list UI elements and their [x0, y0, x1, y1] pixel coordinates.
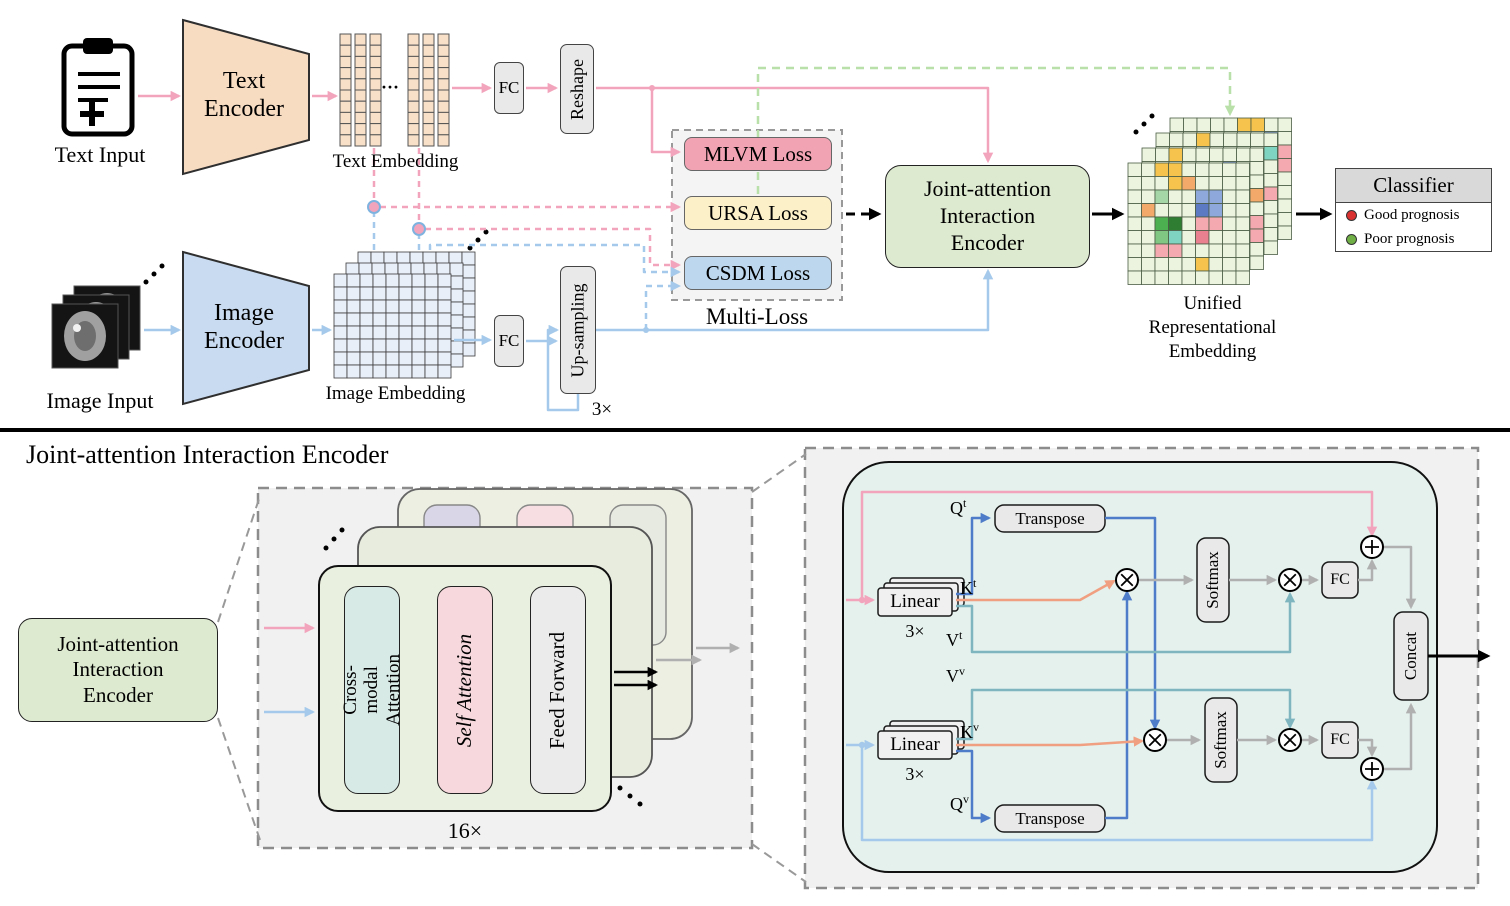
- ursa-loss-box: URSA Loss: [684, 196, 832, 230]
- csdm-loss-box: CSDM Loss: [684, 256, 832, 290]
- clipboard-icon: [61, 38, 135, 137]
- upsampling-times-label: 3×: [591, 399, 613, 420]
- text-embedding-label: Text Embedding: [332, 151, 459, 172]
- image-embedding-dots: [467, 229, 489, 251]
- concat-label: Concat: [1394, 612, 1428, 700]
- text-encoder-shape: [182, 18, 310, 176]
- image-embedding-grids: [333, 251, 476, 379]
- unified-embedding-dots: [1133, 113, 1155, 135]
- poor-prognosis-label: Poor prognosis: [1364, 230, 1455, 247]
- cross-modal-attention-box: Cross-modal Attention: [340, 586, 404, 794]
- linear-top-times: 3×: [905, 620, 925, 641]
- linear-bottom-label: Linear: [890, 734, 940, 755]
- good-prognosis-label: Good prognosis: [1364, 206, 1460, 223]
- legend-good-prognosis: Good prognosis: [1336, 203, 1491, 227]
- fc-box-image: FC: [494, 315, 524, 367]
- k-text-label: Kt: [960, 576, 977, 598]
- poor-prognosis-dot-icon: [1346, 233, 1357, 245]
- text-embedding-dots: ···: [380, 76, 399, 97]
- image-encoder-shape: [182, 250, 310, 406]
- bottom-section-title: Joint-attention Interaction Encoder: [26, 440, 389, 469]
- q-image-label: Qv: [950, 792, 969, 814]
- fc-detail-bottom-label: FC: [1330, 731, 1350, 748]
- detail-value-flows: [956, 591, 1296, 741]
- unified-embedding-label: Unified Representational Embedding: [1148, 293, 1277, 362]
- image-input-label: Image Input: [46, 388, 154, 413]
- upsampling-label: Up-sampling: [567, 283, 588, 377]
- transpose-bottom-label: Transpose: [1015, 808, 1085, 828]
- fc-detail-top-label: FC: [1330, 571, 1350, 588]
- self-attention-box: Self Attention: [437, 586, 493, 794]
- fusion-node-icons: [367, 200, 426, 236]
- unified-embedding-grids: [1127, 117, 1292, 285]
- green-dashed-flow: [756, 66, 1236, 194]
- softmax-top-label: Softmax: [1197, 538, 1229, 622]
- detail-qtranspose-flows: [956, 512, 1161, 824]
- transpose-top-label: Transpose: [1015, 508, 1085, 528]
- reshape-label: Reshape: [566, 58, 587, 120]
- top-blue-flows: [144, 214, 994, 412]
- v-text-label: Vt: [946, 628, 963, 650]
- softmax-bottom-text: Softmax: [1211, 711, 1231, 769]
- feed-forward-label: Feed Forward: [545, 631, 570, 749]
- detail-gray-flows: [1138, 545, 1417, 771]
- linear-stack-top-shape: [877, 577, 965, 617]
- linear-top-label: Linear: [890, 591, 940, 612]
- reshape-box: Reshape: [560, 44, 594, 134]
- fc-box-text: FC: [494, 62, 524, 114]
- feed-forward-box: Feed Forward: [530, 586, 586, 794]
- cross-modal-attention-label: Cross-modal Attention: [340, 654, 404, 726]
- stack-io-arrows: [264, 622, 741, 718]
- layer-times-label: 16×: [447, 818, 483, 843]
- q-text-label: Qt: [950, 496, 967, 518]
- mlvm-loss-box: MLVM Loss: [684, 137, 832, 171]
- zoom-connector-lines: [217, 453, 807, 883]
- image-encoder-label: Image Encoder: [204, 300, 284, 354]
- linear-stack-bottom-shape: [877, 720, 965, 760]
- image-embedding-label: Image Embedding: [325, 383, 466, 404]
- concat-text: Concat: [1401, 631, 1420, 681]
- legend-poor-prognosis: Poor prognosis: [1336, 227, 1491, 251]
- v-image-label: Vv: [946, 664, 965, 686]
- top-pink-flows: [138, 82, 994, 271]
- classifier-title: Classifier: [1336, 169, 1491, 203]
- stack-dots: [323, 527, 643, 807]
- detail-key-flows: [956, 579, 1145, 747]
- section-divider: [0, 428, 1510, 432]
- linear-bottom-times: 3×: [905, 763, 925, 784]
- detail-blue-flows: [846, 739, 1378, 842]
- k-image-label: Kv: [960, 720, 979, 742]
- multiply-node-icons: [1115, 568, 1302, 752]
- text-embedding-bars: [339, 33, 450, 147]
- softmax-bottom-label: Softmax: [1205, 698, 1237, 782]
- text-encoder-label: Text Encoder: [204, 68, 284, 122]
- text-input-label: Text Input: [54, 142, 146, 167]
- mri-stack-icon: [51, 263, 165, 369]
- good-prognosis-dot-icon: [1346, 209, 1357, 221]
- detail-pink-flows: [846, 490, 1378, 606]
- joint-attention-encoder-box-zoom: Joint-attention Interaction Encoder: [18, 618, 218, 722]
- softmax-top-text: Softmax: [1203, 551, 1223, 609]
- classifier-box: Classifier Good prognosis Poor prognosis: [1335, 168, 1492, 252]
- upsampling-box: Up-sampling: [560, 266, 596, 394]
- self-attention-label: Self Attention: [452, 633, 477, 747]
- joint-attention-encoder-box: Joint-attention Interaction Encoder: [885, 165, 1090, 268]
- add-node-icons: [1360, 535, 1384, 781]
- multi-loss-title: Multi-Loss: [705, 304, 809, 329]
- joint-attention-detail-box: [842, 461, 1438, 873]
